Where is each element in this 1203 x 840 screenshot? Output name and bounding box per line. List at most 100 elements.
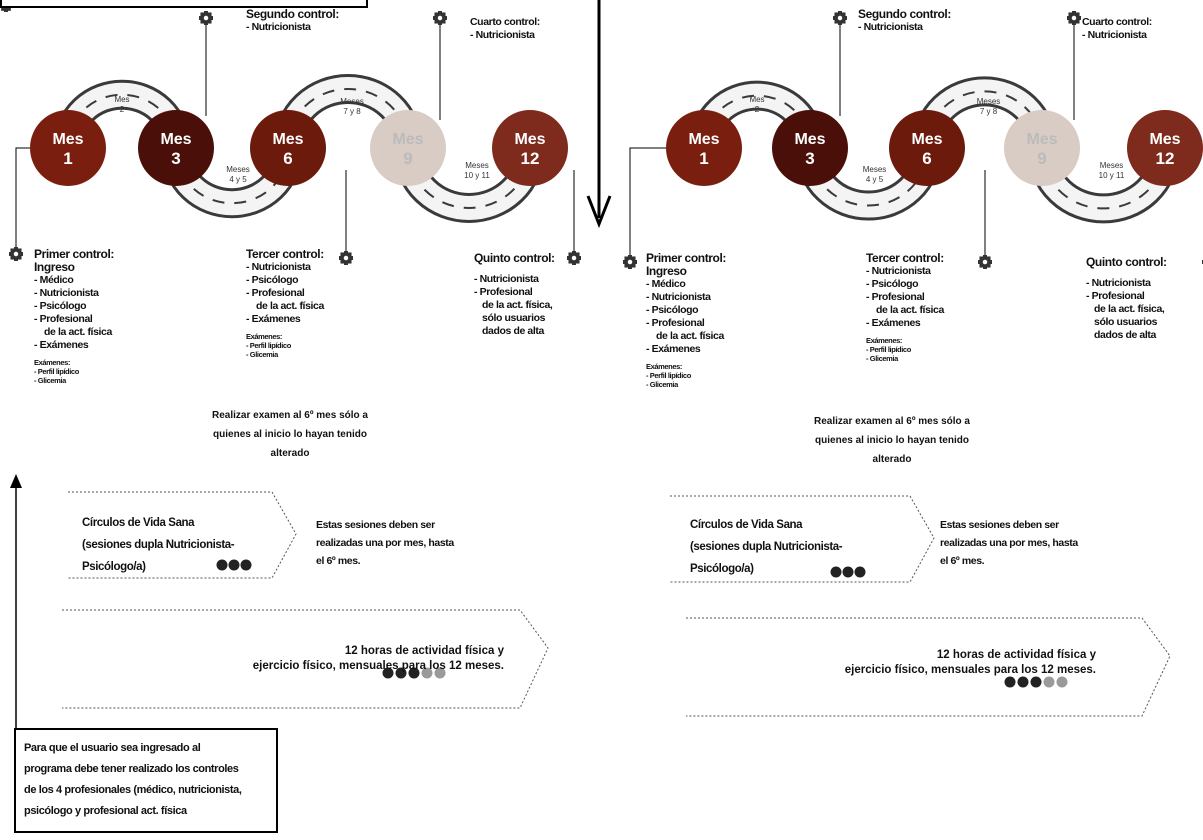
month-label: Mes xyxy=(794,131,825,148)
quinto-control-item: - Profesional xyxy=(474,286,533,298)
cuarto-control-item: - Nutricionista xyxy=(1082,29,1147,41)
ingreso-up-arrow-head xyxy=(10,474,22,488)
month-label: Mes xyxy=(514,131,545,148)
cuarto-control: Cuarto control: - Nutricionista xyxy=(470,16,540,42)
month-label: Mes xyxy=(1149,131,1180,148)
tercer-exam-title: Exámenes: xyxy=(246,332,283,341)
circulos-desc-line: Estas sesiones deben ser xyxy=(316,519,435,531)
actividad-text: 12 horas de actividad física y ejercicio… xyxy=(752,648,1096,678)
circulos-session-dot xyxy=(228,559,240,571)
gear-icon xyxy=(567,251,581,265)
road-label-mes78: 7 y 8 xyxy=(343,107,361,116)
road-label-mes78: Meses xyxy=(977,97,1001,106)
tercer-control-note: Realizar examen al 6º mes sólo a quienes… xyxy=(782,412,1002,469)
gear-tooth xyxy=(200,19,205,24)
tercer-control-item: - Profesional xyxy=(246,287,305,299)
primer-control-item: - Psicólogo xyxy=(646,304,699,316)
primer-exam-item: - Perfil lipídico xyxy=(34,367,79,376)
segundo-control-item: - Nutricionista xyxy=(246,21,311,33)
primer-control-title: Primer control: xyxy=(646,251,727,265)
cuarto-control-title: Cuarto control: xyxy=(470,16,540,28)
month-number: 12 xyxy=(1156,149,1175,168)
tercer-exam-item: - Glicemia xyxy=(866,354,898,363)
actividad-line: ejercicio físico, mensuales para los 12 … xyxy=(252,660,504,672)
primer-control-item: - Nutricionista xyxy=(646,291,711,303)
primer-control-item: - Médico xyxy=(646,278,686,290)
actividad-hour-dot xyxy=(1004,676,1016,688)
quinto-control-item: de la act. física, xyxy=(482,299,553,311)
month-number: 1 xyxy=(699,149,708,168)
tercer-note-line: quienes al inicio lo hayan tenido xyxy=(213,429,367,440)
segundo-control: Segundo control: - Nutricionista xyxy=(858,8,951,34)
actividad-hour-dot xyxy=(1043,676,1055,688)
quinto-control-item: sólo usuarios xyxy=(482,312,546,324)
primer-exam-item: - Glicemia xyxy=(34,376,66,385)
quinto-control-item: de la act. física, xyxy=(1094,303,1165,315)
gear-hole xyxy=(1071,15,1077,21)
circulos-banner-arrow xyxy=(68,491,297,579)
primer-exam-item: - Glicemia xyxy=(646,380,678,389)
primer-control: Primer control: Ingreso - Médico - Nutri… xyxy=(34,248,114,386)
primer-control-item: - Psicólogo xyxy=(34,300,87,312)
month-circle xyxy=(1004,110,1080,186)
month-circle xyxy=(370,110,446,186)
road-label-mes45: 4 y 5 xyxy=(229,175,247,184)
tercer-control-title: Tercer control: xyxy=(866,251,944,265)
gear-tooth xyxy=(207,12,212,17)
circulos-description: Estas sesiones deben ser realizadas una … xyxy=(940,516,1078,570)
tercer-note-line: alterado xyxy=(270,448,310,459)
primer-control-item: - Médico xyxy=(34,274,74,286)
road-label-mes2: 2 xyxy=(120,105,125,114)
gear-tooth xyxy=(10,248,15,253)
circulos-desc-line: el 6º mes. xyxy=(940,555,985,567)
tercer-control-item: - Nutricionista xyxy=(866,265,931,277)
month-circle xyxy=(772,110,848,186)
segundo-control-item: - Nutricionista xyxy=(858,21,923,33)
circulos-session-dot xyxy=(216,559,228,571)
tercer-note-line: Realizar examen al 6º mes sólo a xyxy=(212,410,368,421)
primer-control-subtitle: Ingreso xyxy=(34,260,75,274)
circulos-label-line: (sesiones dupla Nutricionista- xyxy=(82,539,235,551)
month-label: Mes xyxy=(911,131,942,148)
gear-icon xyxy=(1067,11,1081,25)
road-label-mes1011: Meses xyxy=(1100,161,1124,170)
primer-control-item: - Nutricionista xyxy=(34,287,99,299)
gear-hole xyxy=(343,255,349,261)
panel-left: Segundo control: - Nutricionista Cuarto … xyxy=(0,0,600,840)
tercer-note-line: quienes al inicio lo hayan tenido xyxy=(815,435,969,446)
leader-line xyxy=(15,147,30,248)
quinto-control-item: - Profesional xyxy=(1086,290,1145,302)
quinto-control-title: Quinto control: xyxy=(474,251,555,265)
primer-exam-title: Exámenes: xyxy=(34,358,71,367)
quinto-control-item: sólo usuarios xyxy=(1094,316,1158,328)
ingreso-note-box: Para que el usuario sea ingresado al pro… xyxy=(14,728,278,833)
road-label-mes1011: 10 y 11 xyxy=(1099,171,1125,180)
circulos-session-dot xyxy=(842,566,854,578)
quinto-control: Quinto control: - Nutricionista - Profes… xyxy=(1086,256,1167,342)
gear-icon xyxy=(9,247,23,261)
gear-hole xyxy=(437,15,443,21)
gear-hole xyxy=(571,255,577,261)
circulos-desc-line: el 6º mes. xyxy=(316,555,361,567)
tercer-control-item: - Nutricionista xyxy=(246,261,311,273)
gear-tooth xyxy=(17,248,22,253)
note-line: psicólogo y profesional act. física xyxy=(24,805,187,817)
tercer-note-line: alterado xyxy=(872,454,912,465)
month-circle xyxy=(666,110,742,186)
cuarto-control-item: - Nutricionista xyxy=(470,29,535,41)
gear-tooth xyxy=(6,6,11,11)
primer-control-subtitle: Ingreso xyxy=(646,264,687,278)
circulos-desc-line: Estas sesiones deben ser xyxy=(940,519,1059,531)
month-number: 3 xyxy=(171,149,180,168)
month-number: 9 xyxy=(403,149,412,168)
actividad-hour-dot xyxy=(1030,676,1042,688)
primer-control: Primer control: Ingreso - Médico - Nutri… xyxy=(646,251,727,390)
segundo-control-title: Segundo control: xyxy=(858,7,951,21)
tercer-control: Tercer control: - Nutricionista - Psicól… xyxy=(866,251,944,364)
quinto-control-title: Quinto control: xyxy=(1086,255,1167,269)
actividad-banner-arrow xyxy=(686,617,1171,717)
circulos-label-line: Psicólogo/a) xyxy=(690,563,754,575)
tercer-control-item: de la act. física xyxy=(876,304,944,316)
